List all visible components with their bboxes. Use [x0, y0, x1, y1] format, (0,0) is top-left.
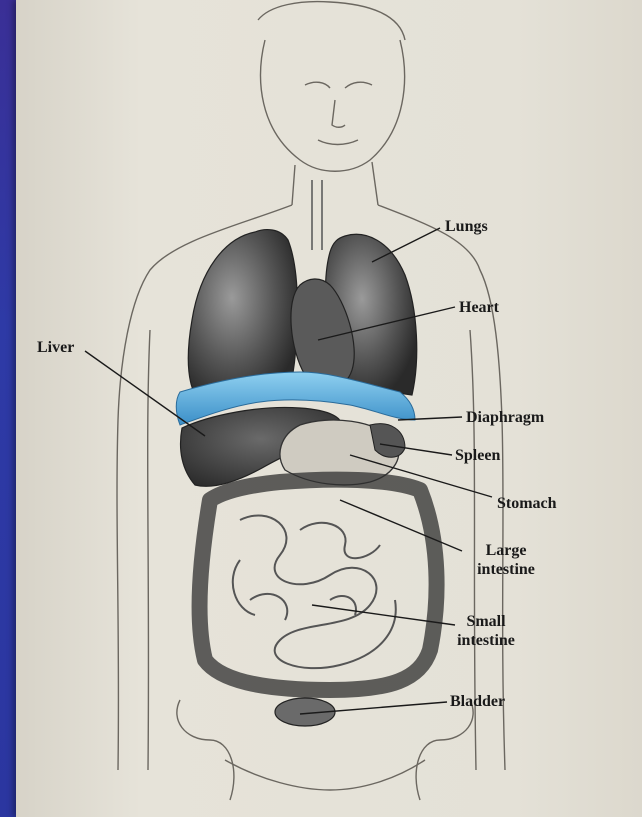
label-large-intestine: Large intestine [465, 541, 547, 579]
label-small-intestine-line2: intestine [445, 631, 527, 650]
label-small-intestine: Small intestine [445, 612, 527, 650]
label-small-intestine-line1: Small [445, 612, 527, 631]
label-spleen: Spleen [455, 446, 500, 465]
small-intestine-illustration [233, 515, 396, 668]
large-intestine-illustration [200, 480, 437, 690]
label-bladder: Bladder [450, 692, 505, 711]
label-liver: Liver [37, 338, 74, 357]
label-lungs: Lungs [445, 217, 488, 236]
label-diaphragm: Diaphragm [466, 408, 544, 427]
label-heart: Heart [459, 298, 499, 317]
label-stomach: Stomach [497, 494, 557, 513]
label-large-intestine-line2: intestine [465, 560, 547, 579]
label-large-intestine-line1: Large [465, 541, 547, 560]
